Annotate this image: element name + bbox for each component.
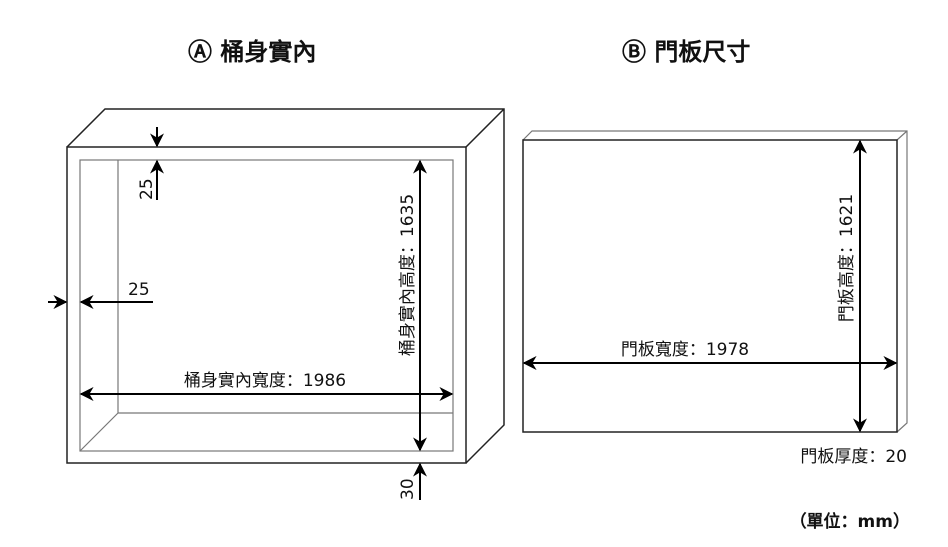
door-width-label: 門板寬度：1978 [621, 340, 749, 360]
cabinet-inner-back [79, 160, 453, 452]
door-panel [522, 139, 898, 433]
side-thickness-label: 25 [128, 280, 150, 300]
door-title: Ⓑ 門板尺寸 [622, 38, 750, 66]
door-drawing: 門板寬度：1978 門板高度：1621 門板厚度：20 [522, 130, 908, 467]
cabinet-drawing: 25 25 桶身實內寬度：1986 桶身實內高度：1635 30 [48, 108, 505, 500]
unit-note: （單位：mm） [790, 511, 910, 532]
door-height-label: 門板高度：1621 [837, 194, 857, 322]
door-thickness-outline [522, 130, 908, 433]
bottom-thickness-label: 30 [398, 478, 418, 500]
cabinet-depth-outline [66, 108, 505, 464]
top-thickness-label: 25 [137, 178, 157, 200]
inner-width-label: 桶身實內寬度：1986 [184, 371, 346, 391]
door-thickness-label: 門板厚度：20 [800, 447, 907, 467]
inner-height-label: 桶身實內高度：1635 [398, 194, 418, 356]
cabinet-title: Ⓐ 桶身實內 [188, 38, 316, 66]
